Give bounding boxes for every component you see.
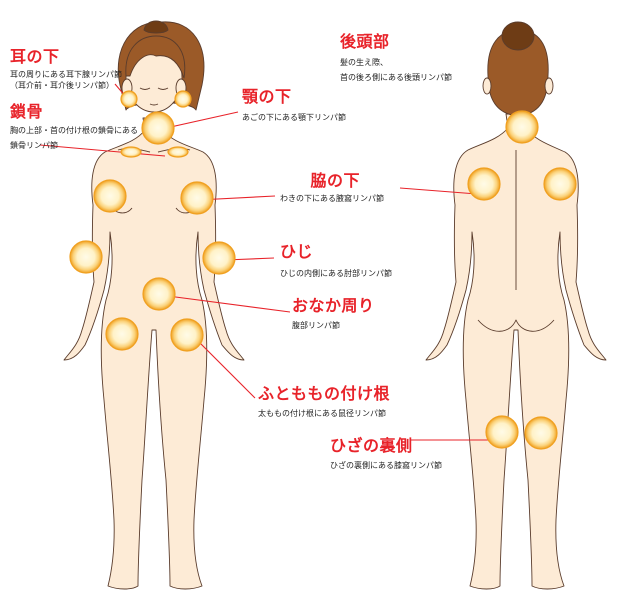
label-occiput-title: 後頭部: [340, 32, 390, 51]
label-groin-title: ふとももの付け根: [258, 384, 391, 403]
label-elbow: ひじ ひじの内側にある肘部リンパ節: [280, 243, 392, 279]
back-body: [425, 113, 607, 590]
knee-node-right: [524, 416, 558, 450]
label-ear-title: 耳の下: [10, 47, 60, 66]
lymph-nodes: [69, 90, 577, 450]
groin-node-right: [170, 318, 204, 352]
front-hair-bun: [143, 20, 169, 34]
ear-node-left: [120, 90, 138, 108]
label-occiput-desc-1: 髪の生え際、: [340, 58, 388, 67]
leader-belly: [167, 295, 291, 313]
label-ear-desc-2: （耳介前・耳介後リンパ節）: [10, 81, 114, 90]
clavicle-node-right: [167, 146, 189, 158]
front-eye-left: [139, 87, 151, 90]
label-occiput-desc-2: 首の後ろ側にある後頭リンパ節: [340, 73, 452, 82]
label-groin: ふとももの付け根 太ももの付け根にある鼠径リンパ節: [258, 385, 390, 419]
armpit-node-right: [180, 181, 214, 215]
leader-clavicle: [39, 144, 166, 157]
label-clavicle: 鎖骨 胸の上部・首の付け根の鎖骨にある 鎖骨リンパ節: [10, 103, 138, 151]
label-belly-title: おなか周り: [292, 296, 375, 315]
label-ear-desc-1: 耳の周りにある耳下腺リンパ節: [10, 70, 122, 79]
label-clavicle-desc-1: 胸の上部・首の付け根の鎖骨にある: [10, 126, 138, 135]
label-occiput: 後頭部 髪の生え際、 首の後ろ側にある後頭リンパ節: [340, 33, 452, 83]
elbow-node-right: [202, 241, 236, 275]
knee-node-left: [485, 415, 519, 449]
back-figure: [425, 21, 607, 590]
back-armpit-node-left: [467, 167, 501, 201]
belly-node: [142, 277, 176, 311]
leader-jaw: [165, 111, 239, 129]
elbow-node-left: [69, 240, 103, 274]
label-armpit: 脇の下 わきの下にある腋窩リンパ節: [280, 172, 384, 204]
armpit-node-left: [93, 179, 127, 213]
back-bun: [501, 21, 535, 51]
occiput-node: [505, 110, 539, 144]
front-mouth: [149, 103, 159, 106]
clavicle-node-left: [120, 146, 142, 158]
label-belly-desc-1: 腹部リンパ節: [292, 321, 340, 330]
jaw-node: [141, 111, 175, 145]
back-ear-left: [482, 77, 492, 95]
label-jaw-desc-1: あごの下にある顎下リンパ節: [242, 113, 346, 122]
leader-lines: [39, 83, 498, 441]
label-jaw: 顎の下 あごの下にある顎下リンパ節: [242, 88, 346, 123]
label-armpit-title: 脇の下: [310, 171, 360, 190]
front-body: [63, 117, 245, 590]
label-belly: おなか周り 腹部リンパ節: [292, 297, 375, 331]
label-ear: 耳の下 耳の周りにある耳下腺リンパ節 （耳介前・耳介後リンパ節）: [10, 48, 122, 91]
ear-node-right: [174, 90, 192, 108]
front-hair-front: [125, 35, 186, 79]
leader-groin: [193, 336, 256, 399]
label-groin-desc-1: 太ももの付け根にある鼠径リンパ節: [258, 409, 386, 418]
label-elbow-title: ひじ: [280, 242, 314, 261]
back-ear-right: [544, 77, 554, 95]
label-clavicle-title: 鎖骨: [10, 102, 44, 121]
label-elbow-desc-1: ひじの内側にある肘部リンパ節: [280, 269, 392, 278]
label-armpit-desc-1: わきの下にある腋窩リンパ節: [280, 194, 384, 203]
label-knee: ひざの裏側 ひざの裏側にある膝窩リンパ節: [330, 437, 442, 471]
front-figure: [63, 20, 245, 590]
label-knee-title: ひざの裏側: [330, 436, 413, 455]
leader-armpit-back: [399, 187, 478, 195]
back-buttocks: [477, 319, 555, 332]
label-clavicle-desc-2: 鎖骨リンパ節: [10, 141, 58, 150]
label-jaw-title: 顎の下: [242, 87, 292, 106]
groin-node-left: [105, 317, 139, 351]
back-armpit-node-right: [543, 167, 577, 201]
front-eye-right: [157, 87, 169, 90]
label-knee-desc-1: ひざの裏側にある膝窩リンパ節: [330, 461, 442, 470]
